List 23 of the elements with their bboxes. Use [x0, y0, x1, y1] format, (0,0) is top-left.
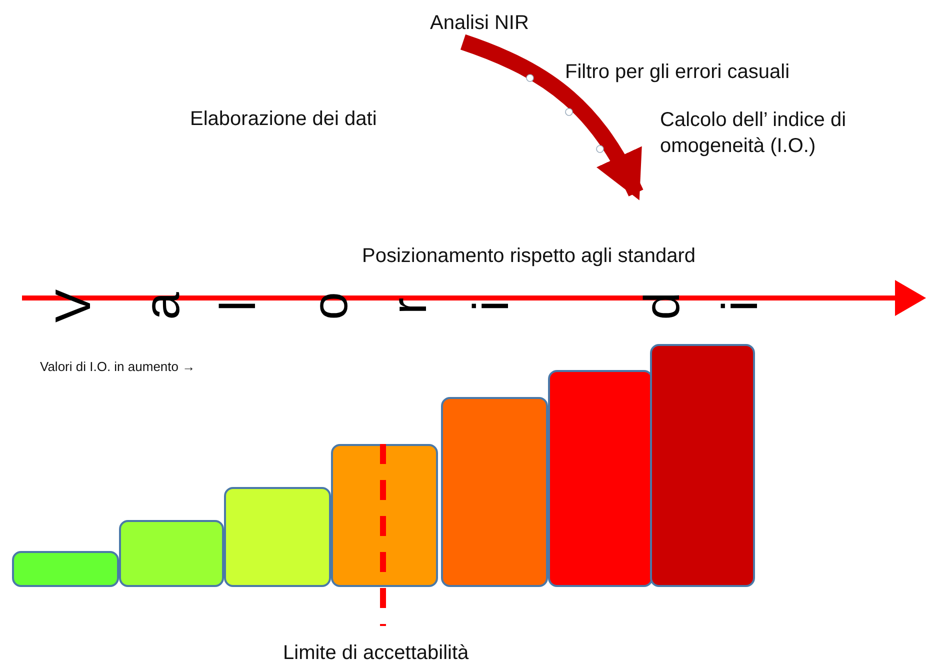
level-bar	[441, 397, 548, 587]
level-bar	[119, 520, 224, 587]
rotated-letter: i	[715, 300, 765, 312]
rotated-letter: o	[305, 292, 355, 320]
rotated-letter: V	[48, 289, 98, 323]
curved-arrow	[460, 34, 644, 200]
level-bar	[224, 487, 331, 587]
rotated-letter: r	[384, 298, 434, 314]
rotated-letter: l	[213, 300, 263, 312]
level-bar	[12, 551, 119, 587]
level-bar	[331, 444, 438, 587]
caption-text: Filtro per gli errori casuali	[565, 60, 790, 85]
caption-text: Calcolo dell’ indice di omogeneità (I.O.)	[660, 108, 848, 159]
caption-text: Limite di accettabilità	[283, 641, 469, 666]
step-text: Posizionamento rispetto agli standard	[362, 243, 696, 270]
caption-text: Valori di I.O. in aumento →	[40, 359, 196, 376]
rotated-letter: a	[137, 292, 187, 320]
caption-text: Elaborazione dei dati	[190, 107, 377, 132]
rotated-letter: d	[637, 292, 687, 320]
step-text: Analisi NIR	[430, 10, 529, 37]
level-bar	[548, 370, 653, 587]
level-bar	[650, 344, 755, 587]
rotated-letter: i	[466, 300, 516, 312]
